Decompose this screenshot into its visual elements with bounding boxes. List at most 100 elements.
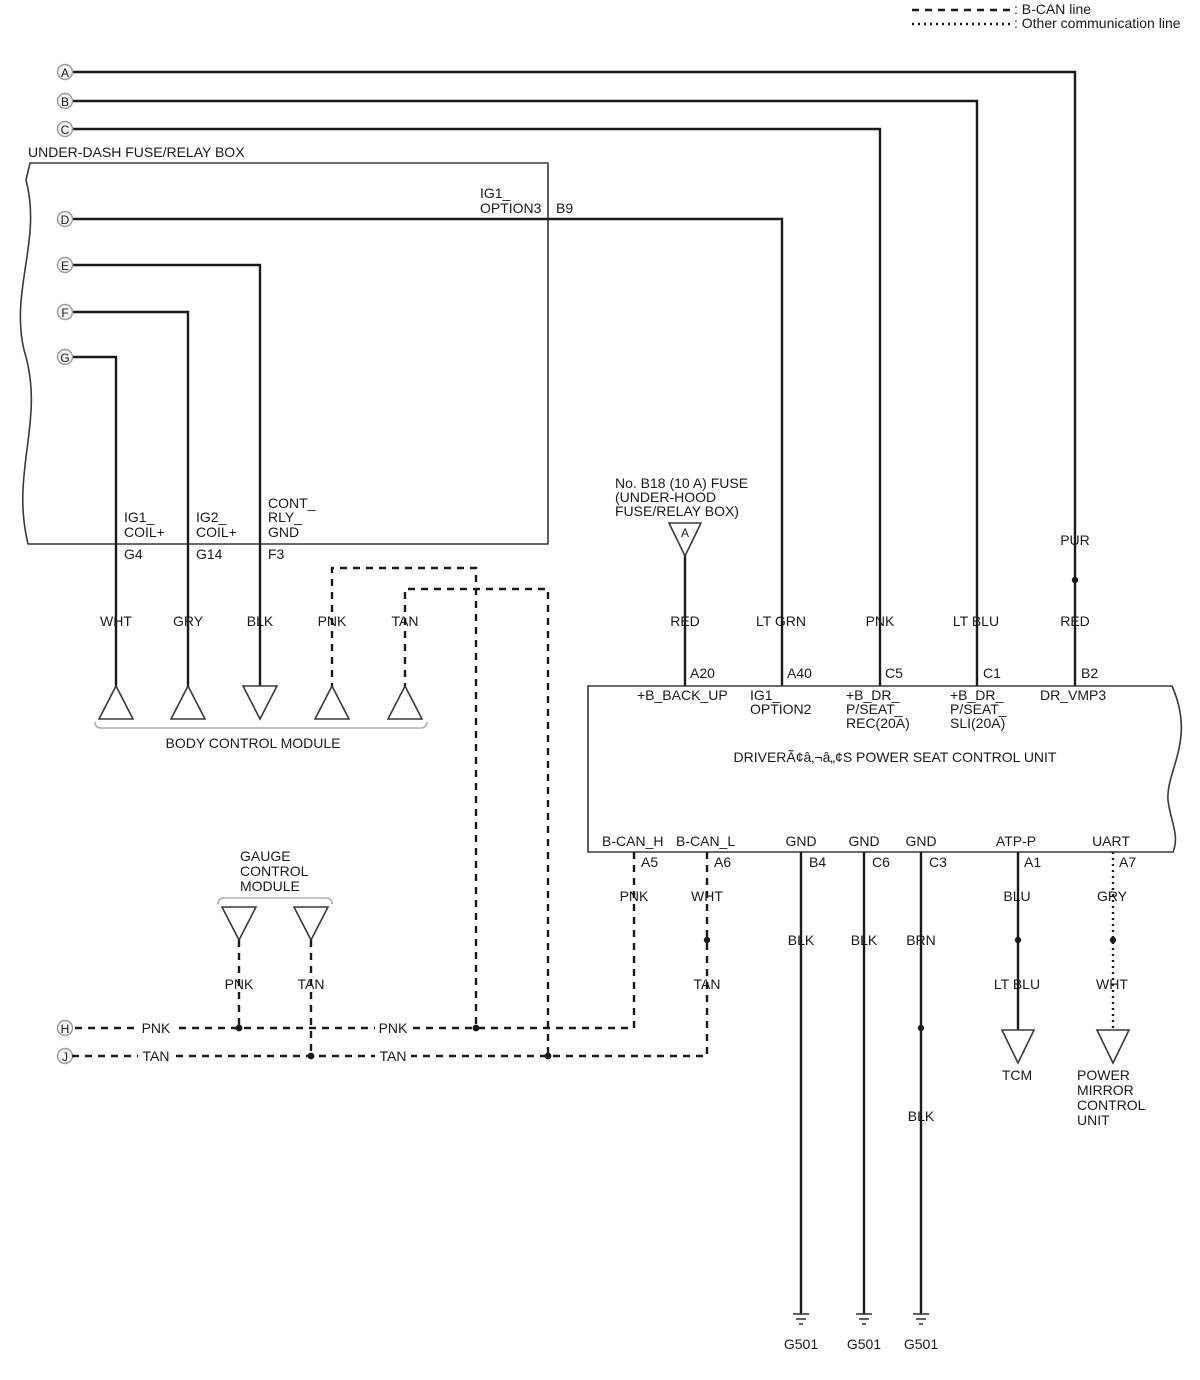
gauge-control-module: GAUGE CONTROL MODULE PNK TAN: [217, 848, 333, 1056]
under-dash-box-outline: [19, 162, 549, 545]
g14-label-line2: COIL+: [196, 524, 237, 540]
gauge-label-line3: MODULE: [240, 878, 300, 894]
connector-a-marker: [56, 63, 74, 81]
wire-color-a5: PNK: [620, 888, 649, 904]
power-seat-unit-outline: [587, 685, 1183, 853]
wire-color-a1-lower: LT BLU: [994, 976, 1040, 992]
wire-color-a6-lower: TAN: [694, 976, 721, 992]
pin-b2: B2: [1081, 665, 1098, 681]
g4-label-line1: IG1_: [124, 509, 155, 525]
legend-bcan-label: : B-CAN line: [1014, 1, 1091, 17]
g14-pin: G14: [196, 546, 223, 562]
wire-g: [72, 355, 118, 690]
wire-color-pur: PUR: [1060, 532, 1090, 548]
gauge-bracket: [217, 897, 333, 905]
mirror-connector-symbol: [1095, 1029, 1131, 1065]
bcan-l-line: [72, 852, 709, 1058]
pin-b4: B4: [809, 854, 826, 870]
wire-c: [72, 127, 882, 686]
connector-f-label: F: [61, 306, 68, 320]
fuse-connector-letter: A: [681, 526, 689, 540]
wire-d: [72, 217, 784, 686]
wire-color-pnk: PNK: [866, 613, 895, 629]
c6-signal: GND: [848, 833, 879, 849]
power-seat-unit-title: DRIVERÃ¢â‚¬â„¢S POWER SEAT CONTROL UNIT: [734, 749, 1057, 765]
bcm-input-wht: [97, 684, 135, 720]
c5-signal-line3: REC(20A): [846, 715, 910, 731]
wire-e: [72, 263, 262, 712]
connector-e-marker: [56, 256, 74, 274]
bcm-output-blk: [241, 685, 279, 721]
c1-signal-line3: SLI(20A): [950, 715, 1005, 731]
wire-color-b4: BLK: [788, 932, 815, 948]
option3-label-line2: OPTION3: [480, 200, 542, 216]
c1-signal-line1: +B_DR_: [950, 687, 1004, 703]
top-wire-colours: RED LT GRN PNK LT BLU PUR RED: [670, 532, 1090, 629]
a7-signal: UART: [1092, 833, 1130, 849]
wire-color-red-b2: RED: [1060, 613, 1090, 629]
splice-h-bcm: [472, 1024, 480, 1032]
gauge-wire-pnk: PNK: [225, 976, 254, 992]
splice-gry-wht: [1109, 936, 1117, 944]
pin-a1: A1: [1024, 854, 1041, 870]
gauge-output-pnk: [220, 906, 258, 942]
wire-color-c3-upper: BRN: [906, 932, 936, 948]
connector-a-label: A: [61, 66, 69, 80]
fuse-label-line2: (UNDER-HOOD: [615, 489, 716, 505]
pin-a20: A20: [690, 665, 715, 681]
pin-c6: C6: [872, 854, 890, 870]
f3-label-line1: CONT_: [268, 495, 316, 511]
pin-c1: C1: [983, 665, 1001, 681]
splice-brn-blk: [917, 1024, 925, 1032]
pin-c3: C3: [929, 854, 947, 870]
connector-g-marker: [56, 348, 74, 366]
splice-j-bcm: [544, 1052, 552, 1060]
mirror-label-line3: CONTROL: [1077, 1097, 1146, 1113]
g4-label-line2: COIL+: [124, 524, 165, 540]
a40-signal-line2: OPTION2: [750, 701, 812, 717]
b2-signal: DR_VMP3: [1040, 687, 1106, 703]
connector-b-marker: [56, 92, 74, 110]
bcm-tan-bcan-wire: [403, 587, 550, 1056]
gauge-label-line1: GAUGE: [240, 848, 291, 864]
bus-label-bg: [375, 1047, 411, 1065]
a40-signal-line1: IG1_: [750, 687, 781, 703]
bus-label-bg: [138, 1047, 174, 1065]
f3-label-line3: GND: [268, 524, 299, 540]
gauge-wire-tan: TAN: [298, 976, 325, 992]
wire-a: [72, 70, 1077, 580]
fuse-connector-symbol: [667, 522, 703, 558]
ground-label-c3: G501: [904, 1336, 938, 1352]
bus-label-bg: [375, 1019, 411, 1037]
connector-h-marker: [56, 1019, 74, 1037]
ground-label-b4: G501: [784, 1336, 818, 1352]
wire-color-a7-upper: GRY: [1097, 888, 1128, 904]
fuse-label-line3: FUSE/RELAY BOX): [615, 503, 739, 519]
wire-color-lt-blu: LT BLU: [953, 613, 999, 629]
f3-pin: F3: [268, 546, 285, 562]
bcm-bracket: [94, 721, 428, 729]
c3-signal: GND: [905, 833, 936, 849]
connector-c-marker: [56, 120, 74, 138]
wire-f: [72, 310, 190, 690]
ground-label-c6: G501: [847, 1336, 881, 1352]
bcm-input-pnk: [313, 684, 351, 720]
splice-wht-tan: [703, 936, 711, 944]
b4-signal: GND: [785, 833, 816, 849]
g14-label-line1: IG2_: [196, 509, 227, 525]
bcan-bus: PNK PNK TAN TAN: [138, 1019, 552, 1065]
connector-f-marker: [56, 303, 74, 321]
bcm-wire-gry: GRY: [173, 613, 204, 629]
pin-a6: A6: [714, 854, 731, 870]
wire-b: [72, 99, 979, 686]
power-seat-control-unit: A20 A40 C5 C1 B2 +B_BACK_UP IG1_ OPTION2…: [587, 665, 1183, 870]
legend-other-label: : Other communication line: [1014, 15, 1181, 31]
connector-d-marker: [56, 210, 74, 228]
wire-color-c3-lower: BLK: [908, 1108, 935, 1124]
grounds: G501 G501 G501: [784, 1313, 938, 1352]
a6-signal: B-CAN_L: [676, 833, 735, 849]
ground-symbol-icon: [913, 1313, 929, 1325]
wire-color-lt-grn: LT GRN: [756, 613, 806, 629]
pin-a5: A5: [641, 854, 658, 870]
bcm-wire-pnk: PNK: [318, 613, 347, 629]
